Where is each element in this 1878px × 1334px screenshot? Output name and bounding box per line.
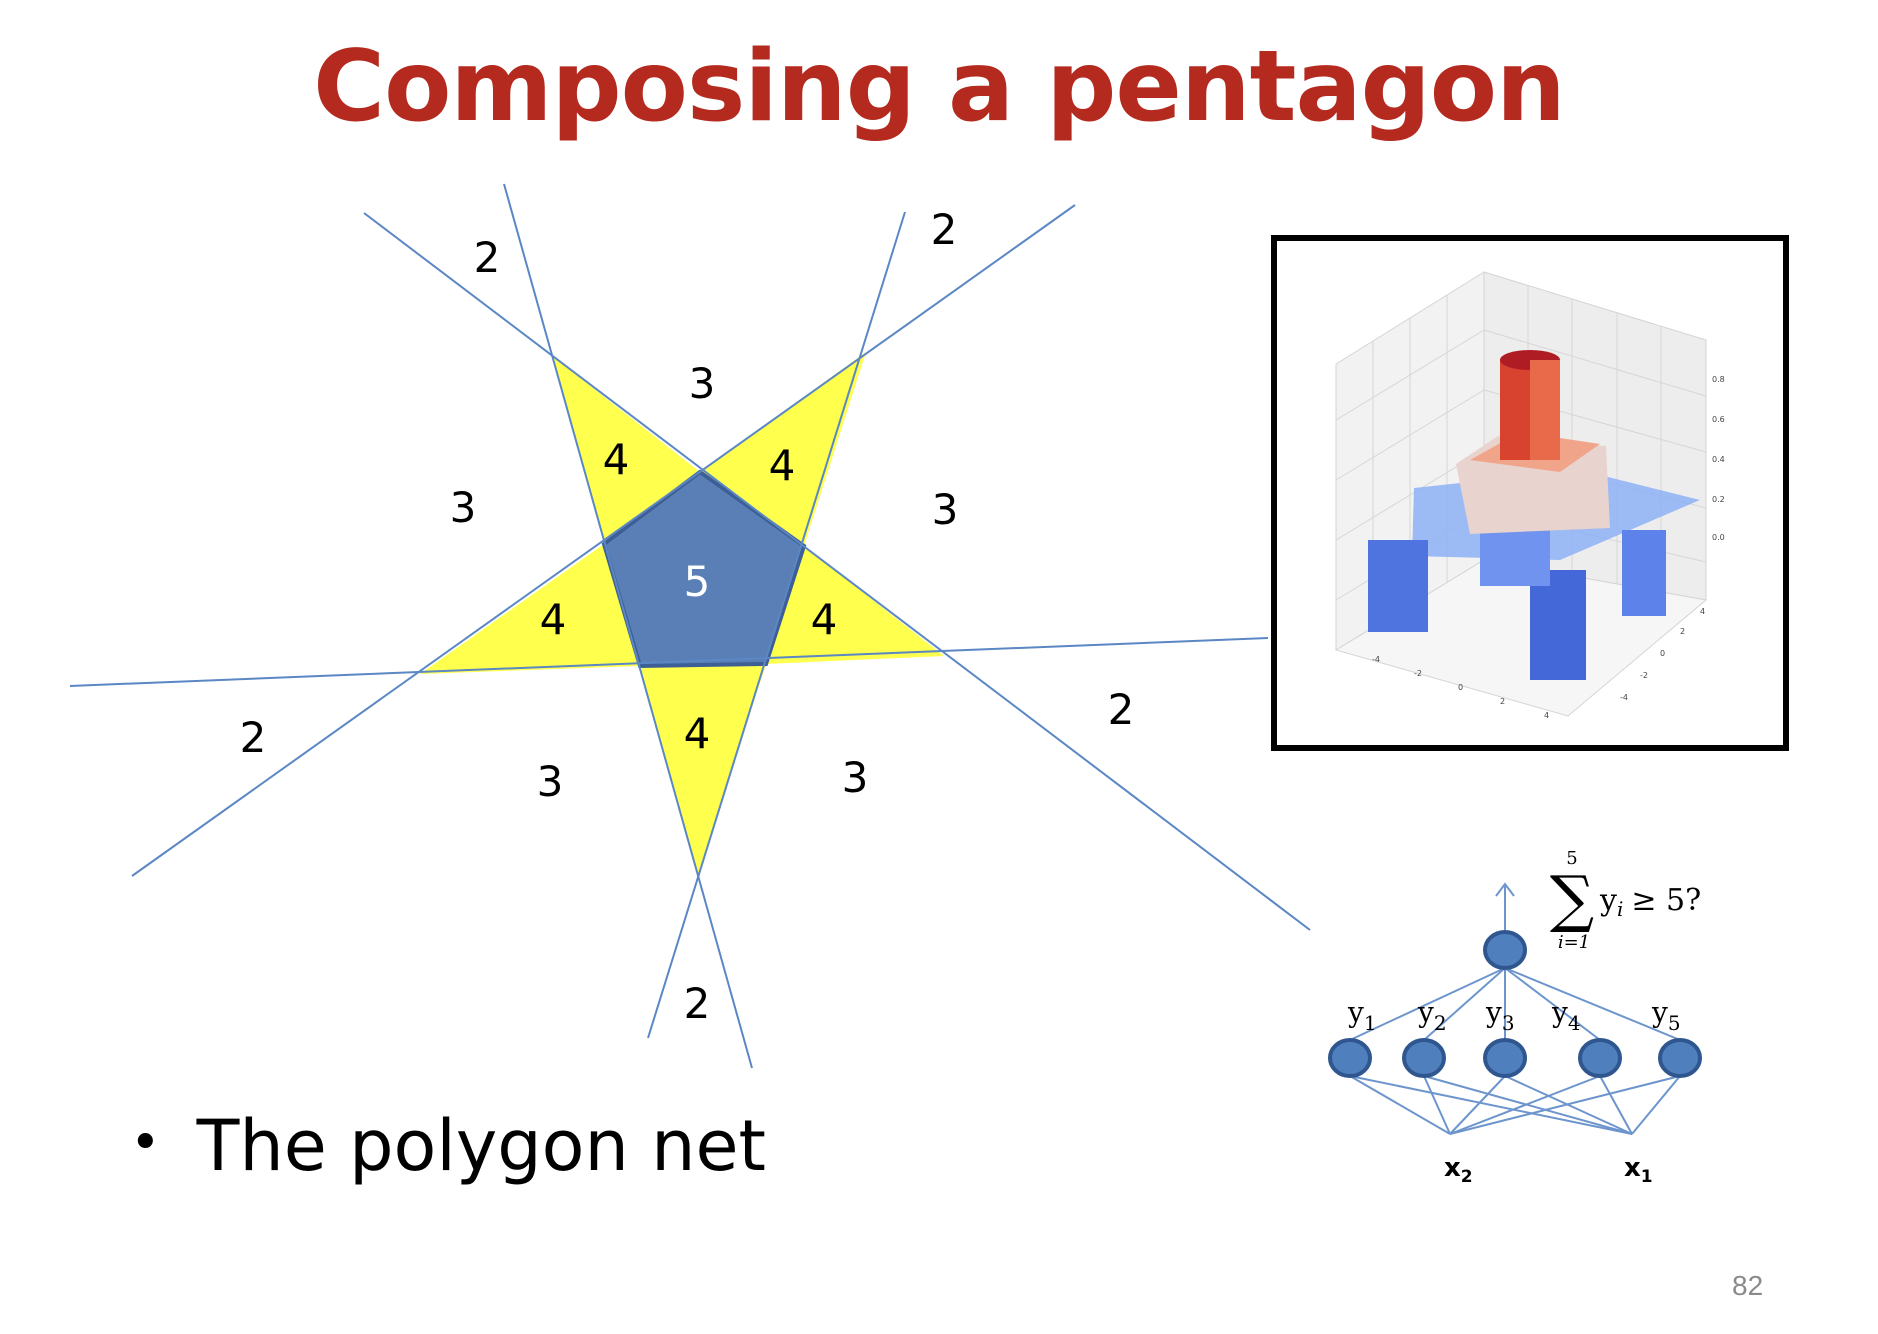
svg-text:2: 2 xyxy=(1680,627,1685,636)
slide-title: Composing a pentagon xyxy=(313,30,1566,144)
svg-text:-2: -2 xyxy=(1640,671,1648,680)
region-label-inner: 3 xyxy=(842,753,869,802)
region-label-outer: 2 xyxy=(931,205,958,254)
svg-text:2: 2 xyxy=(1500,697,1505,706)
bullet-dot: • xyxy=(130,1113,161,1173)
pentagon-diagram: 5 4 4 4 4 4 3 3 3 3 3 2 2 2 2 2 xyxy=(69,183,1311,1069)
sigma-symbol: ∑ xyxy=(1550,862,1594,935)
svg-text:0.8: 0.8 xyxy=(1712,375,1725,384)
output-node xyxy=(1483,930,1527,970)
hidden-label: y1 xyxy=(1347,996,1377,1035)
z-axis-ticks: 0.8 0.6 0.4 0.2 0.0 xyxy=(1712,375,1725,542)
svg-text:4: 4 xyxy=(1544,711,1549,720)
svg-text:4: 4 xyxy=(1700,607,1705,616)
region-label-triangle: 4 xyxy=(684,709,711,758)
triangle-region-top-right xyxy=(700,352,866,546)
region-label-outer: 2 xyxy=(474,233,501,282)
svg-text:-2: -2 xyxy=(1414,669,1422,678)
input-label: x1 xyxy=(1624,1153,1653,1187)
svg-text:yi≥ 5?: yi≥ 5? xyxy=(1599,883,1701,921)
surface-plot-inset: 0.8 0.6 0.4 0.2 0.0 -4 -2 0 2 4 4 2 0 -2… xyxy=(1271,235,1789,751)
svg-text:5: 5 xyxy=(1566,848,1577,869)
boundary-line-5 xyxy=(69,637,1269,687)
region-label-triangle: 4 xyxy=(769,441,796,490)
page-number: 82 xyxy=(1732,1270,1764,1301)
region-label-inner: 3 xyxy=(450,483,477,532)
boundary-line-3 xyxy=(503,183,753,1069)
svg-text:i=1: i=1 xyxy=(1558,932,1590,953)
region-label-triangle: 4 xyxy=(540,595,567,644)
hidden-label: y3 xyxy=(1485,996,1515,1035)
surface-leg xyxy=(1530,570,1586,680)
output-arrowhead xyxy=(1495,882,1515,897)
hidden-node xyxy=(1483,1038,1527,1078)
region-label-outer: 2 xyxy=(1108,685,1135,734)
hidden-edges xyxy=(1349,967,1681,1041)
surface-peak-shade xyxy=(1530,360,1560,460)
region-label-outer: 2 xyxy=(684,979,711,1028)
surface-leg xyxy=(1622,530,1666,616)
svg-text:-4: -4 xyxy=(1372,655,1380,664)
triangle-region-bottom xyxy=(640,664,766,876)
region-label-triangle: 4 xyxy=(603,435,630,484)
boundary-line-4 xyxy=(647,211,906,1039)
polygon-network: y1 y2 y3 y4 y5 x2 x1 5 ∑ i=1 yi≥ 5? xyxy=(1328,848,1702,1187)
region-label-inner: 3 xyxy=(537,757,564,806)
bullet-item: • The polygon net xyxy=(130,1105,766,1187)
hidden-node xyxy=(1578,1038,1622,1078)
region-label-center: 5 xyxy=(684,557,711,606)
surface-leg xyxy=(1368,540,1428,632)
input-label: x2 xyxy=(1444,1153,1473,1187)
hidden-node xyxy=(1328,1038,1372,1078)
input-edges xyxy=(1349,1075,1681,1135)
svg-text:-4: -4 xyxy=(1620,693,1628,702)
hidden-label: y2 xyxy=(1417,996,1447,1035)
svg-text:0.4: 0.4 xyxy=(1712,455,1725,464)
hidden-node xyxy=(1402,1038,1446,1078)
triangle-region-left xyxy=(420,544,640,674)
y-axis-ticks: 4 2 0 -2 -4 xyxy=(1620,607,1705,702)
region-label-inner: 3 xyxy=(932,485,959,534)
svg-text:0: 0 xyxy=(1458,683,1463,692)
svg-text:0.6: 0.6 xyxy=(1712,415,1725,424)
svg-text:0.2: 0.2 xyxy=(1712,495,1725,504)
hidden-node xyxy=(1658,1038,1702,1078)
boundary-line-1 xyxy=(363,212,1311,931)
x-axis-ticks: -4 -2 0 2 4 xyxy=(1372,655,1549,720)
hidden-label: y5 xyxy=(1651,996,1681,1035)
region-label-triangle: 4 xyxy=(811,595,838,644)
svg-text:0: 0 xyxy=(1660,649,1665,658)
svg-text:0.0: 0.0 xyxy=(1712,533,1725,542)
floor-pane xyxy=(1334,559,1708,717)
sum-formula: 5 ∑ i=1 yi≥ 5? xyxy=(1550,848,1701,953)
bullet-text: The polygon net xyxy=(196,1105,767,1187)
hidden-label: y4 xyxy=(1551,996,1581,1035)
region-label-inner: 3 xyxy=(689,359,716,408)
triangle-region-right xyxy=(766,546,944,664)
region-label-outer: 2 xyxy=(240,713,267,762)
